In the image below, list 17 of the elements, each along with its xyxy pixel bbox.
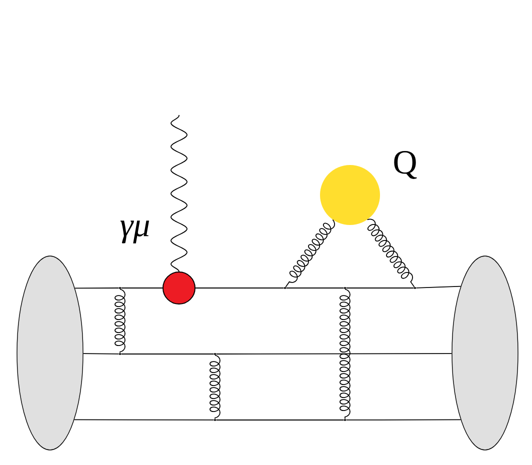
- particle-label: Q: [394, 151, 417, 179]
- edge-label: γμ: [120, 220, 150, 244]
- quark-line: [74, 288, 120, 289]
- quark-line: [74, 419, 214, 420]
- quark-line: [416, 286, 462, 288]
- quark-line: [346, 419, 462, 420]
- gluon-line: [366, 218, 415, 288]
- hadron-ellipse: [452, 256, 518, 450]
- hadron-ellipse: [16, 256, 84, 450]
- gluon-line: [210, 354, 220, 420]
- gluon-line: [285, 219, 336, 288]
- quark-line: [216, 353, 452, 354]
- gluon-line: [340, 288, 350, 420]
- gluon-line: [114, 288, 126, 354]
- blob-circle: [320, 165, 380, 225]
- quark-line: [82, 353, 120, 354]
- vertex-dot: [162, 272, 196, 304]
